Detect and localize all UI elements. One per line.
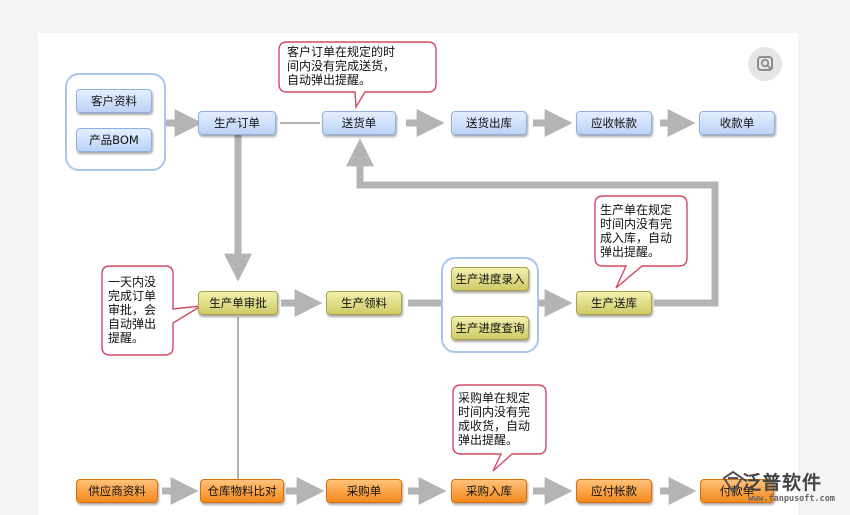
production-review-node[interactable]: 生产单审批 <box>198 291 278 315</box>
logo-url: www.fanpusoft.com <box>748 494 835 504</box>
logo-mark-icon <box>722 470 744 494</box>
callout-one-day-shape <box>101 265 202 356</box>
receipt-node[interactable]: 收款单 <box>699 111 775 135</box>
delivery-out-node[interactable]: 送货出库 <box>451 111 527 135</box>
supplier-data-node[interactable]: 供应商资料 <box>76 479 158 503</box>
customer-group <box>65 73 166 171</box>
logo-name: 泛普软件 <box>742 472 823 494</box>
callout-one-day-text: 一天内没 完成订单 审批，会 自动弹出 提醒。 <box>108 275 157 345</box>
warehouse-compare-node[interactable]: 仓库物料比对 <box>200 479 284 503</box>
receivable-node[interactable]: 应收帐款 <box>576 111 652 135</box>
purchase-order-node[interactable]: 采购单 <box>326 479 402 503</box>
delivery-order-node[interactable]: 送货单 <box>322 111 396 135</box>
brand-logo: 泛普软件 www.fanpusoft.com <box>722 468 846 512</box>
payment-node[interactable]: 付款单 <box>700 479 774 503</box>
production-stock-in-node[interactable]: 生产送库 <box>576 291 652 315</box>
production-order-node[interactable]: 生产订单 <box>198 111 276 135</box>
arrow-stockin-to-delivery <box>346 138 719 307</box>
callout-customer-order-shape <box>278 41 437 110</box>
progress-entry-node[interactable]: 生产进度录入 <box>451 267 529 291</box>
callout-purchase-shape <box>452 384 547 472</box>
callout-customer-order-text: 客户订单在规定的时 间内没有完成送货， 自动弹出提醒。 <box>287 45 396 87</box>
customer-data-node[interactable]: 客户资料 <box>76 89 152 113</box>
progress-query-node[interactable]: 生产进度查询 <box>451 316 529 340</box>
flow-canvas: 客户资料 产品BOM 生产订单 送货单 送货出库 应收帐款 收款单 生产单审批 … <box>38 33 798 515</box>
payable-node[interactable]: 应付帐款 <box>576 479 652 503</box>
production-material-node[interactable]: 生产领料 <box>326 291 402 315</box>
callout-production-stock-shape <box>594 195 688 289</box>
image-search-icon[interactable] <box>748 47 782 81</box>
callout-purchase-text: 采购单在规定 时间内没有完 成收货，自动 弹出提醒。 <box>458 391 531 447</box>
callout-production-stock-text: 生产单在规定 时间内没有完 成入库，自动 弹出提醒。 <box>600 203 673 259</box>
product-bom-node[interactable]: 产品BOM <box>76 128 152 152</box>
flow-arrows <box>101 41 719 505</box>
purchase-stock-in-node[interactable]: 采购入库 <box>451 479 527 503</box>
